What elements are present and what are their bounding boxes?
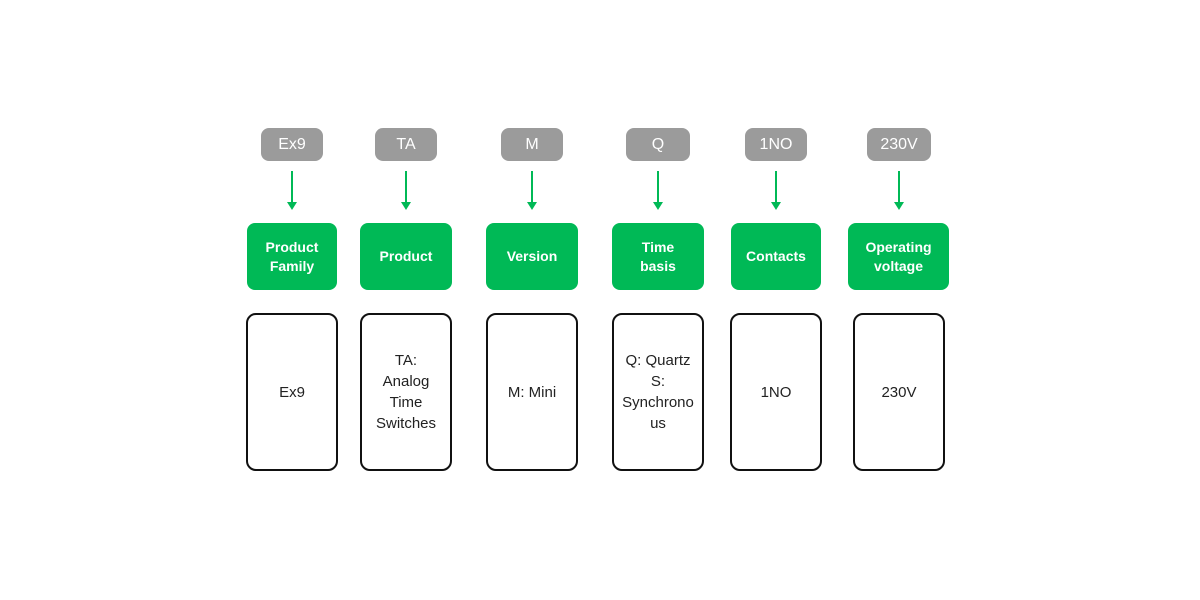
label-version: Version (486, 223, 578, 290)
arrow-down-icon (771, 171, 781, 210)
code-chip-q: Q (626, 128, 690, 161)
code-chip-230v: 230V (867, 128, 931, 161)
label-product: Product (360, 223, 452, 290)
code-chip-ta: TA (375, 128, 437, 161)
detail-box-time-basis: Q: Quartz S: Synchrono us (612, 313, 704, 471)
code-chip-1no: 1NO (745, 128, 807, 161)
code-chip-m: M (501, 128, 563, 161)
label-operating-voltage: Operating voltage (848, 223, 949, 290)
detail-box-product: TA: Analog Time Switches (360, 313, 452, 471)
arrow-down-icon (894, 171, 904, 210)
detail-box-operating-voltage: 230V (853, 313, 945, 471)
detail-box-version: M: Mini (486, 313, 578, 471)
label-contacts: Contacts (731, 223, 821, 290)
detail-box-product-family: Ex9 (246, 313, 338, 471)
arrow-down-icon (653, 171, 663, 210)
arrow-down-icon (527, 171, 537, 210)
label-product-family: Product Family (247, 223, 337, 290)
arrow-down-icon (287, 171, 297, 210)
detail-box-contacts: 1NO (730, 313, 822, 471)
code-chip-ex9: Ex9 (261, 128, 323, 161)
label-time-basis: Time basis (612, 223, 704, 290)
arrow-down-icon (401, 171, 411, 210)
